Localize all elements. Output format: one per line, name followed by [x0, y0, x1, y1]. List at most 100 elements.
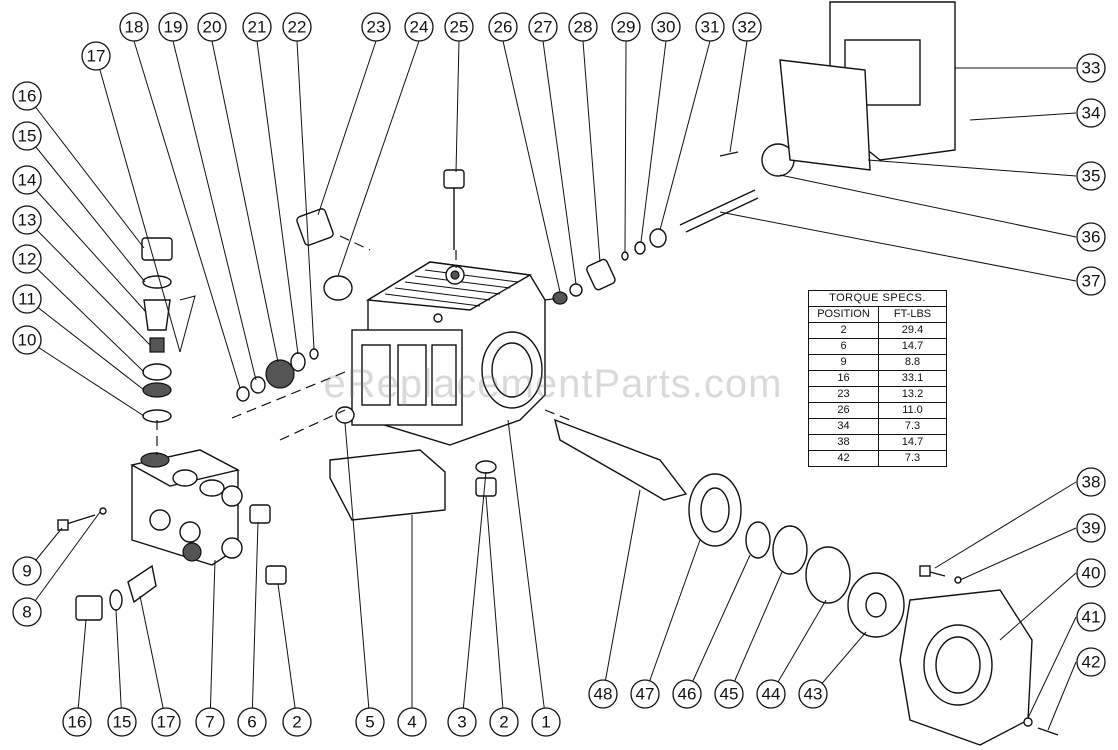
- callout-bubble: 45: [714, 679, 744, 709]
- callout-bubble: 37: [1076, 266, 1106, 296]
- pump-crankcase: [351, 261, 546, 446]
- svg-text:7: 7: [205, 713, 214, 732]
- table-cell: 7.3: [878, 450, 947, 467]
- table-cell: 23: [808, 386, 879, 403]
- svg-text:25: 25: [450, 18, 469, 37]
- svg-text:1: 1: [541, 713, 550, 732]
- svg-text:4: 4: [407, 713, 416, 732]
- svg-text:16: 16: [18, 87, 37, 106]
- svg-text:44: 44: [762, 685, 781, 704]
- svg-text:3: 3: [457, 713, 466, 732]
- callout-bubble: 48: [588, 679, 618, 709]
- callout-bubble: 30: [651, 12, 681, 42]
- svg-text:43: 43: [804, 685, 823, 704]
- callout-bubble: 33: [1076, 53, 1106, 83]
- table-cell: 2: [808, 322, 879, 339]
- table-cell: 29.4: [878, 322, 947, 339]
- callout-bubble: 32: [732, 12, 762, 42]
- callout-bubble: 46: [672, 679, 702, 709]
- callouts: 18 19 20 21 22 23 24 25 26 27 28 29 30 3…: [12, 12, 1106, 737]
- callout-bubble: 23: [361, 12, 391, 42]
- callout-bubble: 1: [531, 707, 561, 737]
- svg-text:40: 40: [1082, 564, 1101, 583]
- table-cell: 8.8: [878, 354, 947, 371]
- assembly-centerlines: [156, 235, 571, 455]
- table-cell: 9: [808, 354, 879, 371]
- svg-text:14: 14: [18, 171, 37, 190]
- svg-text:24: 24: [410, 18, 429, 37]
- callout-bubble: 6: [237, 707, 267, 737]
- table-cell: 6: [808, 338, 879, 355]
- svg-text:6: 6: [247, 713, 256, 732]
- svg-text:45: 45: [720, 685, 739, 704]
- svg-text:21: 21: [248, 18, 267, 37]
- table-cell: 16: [808, 370, 879, 387]
- callout-bubble: 10: [12, 325, 42, 355]
- svg-text:2: 2: [292, 713, 301, 732]
- svg-text:15: 15: [113, 713, 132, 732]
- table-cell: 7.3: [878, 418, 947, 435]
- svg-text:8: 8: [22, 603, 31, 622]
- callout-bubble: 16: [12, 81, 42, 111]
- callout-bubble: 19: [158, 12, 188, 42]
- svg-text:12: 12: [18, 250, 37, 269]
- callout-bubble: 44: [756, 679, 786, 709]
- svg-text:2: 2: [499, 713, 508, 732]
- column-header-position: POSITION: [808, 306, 879, 323]
- table-cell: 26: [808, 402, 879, 419]
- svg-text:29: 29: [617, 18, 636, 37]
- callout-bubble: 9: [12, 556, 42, 586]
- svg-text:41: 41: [1082, 608, 1101, 627]
- svg-text:47: 47: [636, 685, 655, 704]
- callout-bubble: 29: [611, 12, 641, 42]
- svg-text:18: 18: [125, 18, 144, 37]
- svg-text:34: 34: [1082, 104, 1101, 123]
- leader-lines: [26, 40, 1077, 731]
- callout-bubble: 21: [242, 12, 272, 42]
- callout-bubble: 28: [568, 12, 598, 42]
- svg-text:39: 39: [1082, 519, 1101, 538]
- svg-text:16: 16: [68, 713, 87, 732]
- svg-text:17: 17: [87, 47, 106, 66]
- callout-bubble: 15: [12, 121, 42, 151]
- callout-bubble: 2: [282, 707, 312, 737]
- svg-text:20: 20: [203, 18, 222, 37]
- callout-bubble: 4: [397, 707, 427, 737]
- callout-bubble: 42: [1076, 647, 1106, 677]
- svg-text:42: 42: [1082, 653, 1101, 672]
- callout-bubble: 14: [12, 165, 42, 195]
- callout-bubble: 40: [1076, 558, 1106, 588]
- callout-bubble: 35: [1076, 161, 1106, 191]
- callout-bubble: 25: [444, 12, 474, 42]
- callout-bubble: 16: [62, 707, 92, 737]
- svg-text:46: 46: [678, 685, 697, 704]
- svg-text:31: 31: [701, 18, 720, 37]
- pump-manifold: [130, 449, 243, 566]
- small-parts: [57, 1, 1059, 746]
- svg-text:33: 33: [1082, 59, 1101, 78]
- svg-text:32: 32: [738, 18, 757, 37]
- svg-text:9: 9: [22, 562, 31, 581]
- svg-text:37: 37: [1082, 272, 1101, 291]
- table-title: TORQUE SPECS.: [808, 290, 947, 307]
- callout-bubble: 22: [282, 12, 312, 42]
- table-cell: 42: [808, 450, 879, 467]
- callout-bubble: 5: [355, 707, 385, 737]
- svg-text:17: 17: [157, 713, 176, 732]
- callout-bubble: 2: [489, 707, 519, 737]
- column-header-ft-lbs: FT-LBS: [878, 306, 947, 323]
- callout-bubble: 43: [798, 679, 828, 709]
- callout-bubble: 34: [1076, 98, 1106, 128]
- callout-bubble: 27: [528, 12, 558, 42]
- callout-bubble: 3: [447, 707, 477, 737]
- table-cell: 33.1: [878, 370, 947, 387]
